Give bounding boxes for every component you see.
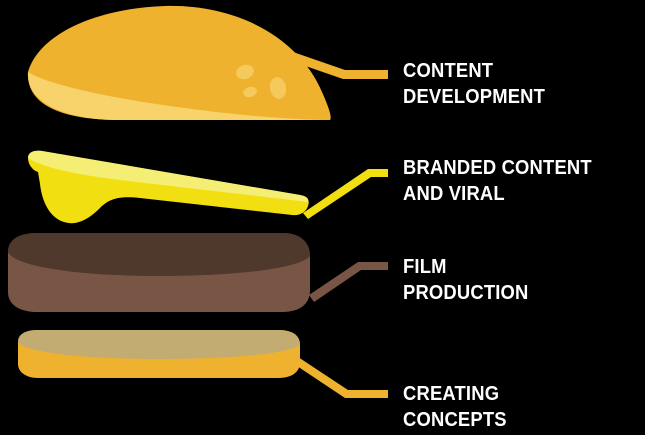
patty-top-surface	[8, 233, 310, 276]
label-line-1: CREATING	[403, 383, 500, 405]
label-line-2: AND VIRAL	[403, 183, 505, 205]
label-line-1: BRANDED CONTENT	[403, 157, 592, 179]
label-content-development: CONTENT DEVELOPMENT	[403, 58, 545, 110]
label-line-2: DEVELOPMENT	[403, 86, 546, 108]
top-bun-underside	[27, 72, 331, 120]
leader-line-bottom-bun	[288, 353, 388, 398]
label-branded-content-and-viral: BRANDED CONTENT AND VIRAL	[403, 155, 592, 207]
layer-top-bun[interactable]	[27, 5, 388, 121]
leader-line-top-bun	[291, 52, 388, 79]
sesame-seed-icon	[269, 77, 287, 99]
layer-bottom-bun[interactable]	[18, 330, 388, 398]
sesame-seed-icon	[243, 86, 257, 98]
label-line-1: CONTENT	[403, 60, 494, 82]
leader-line-patty	[309, 262, 388, 302]
label-line-1: FILM	[403, 256, 447, 278]
label-film-production: FILM PRODUCTION	[403, 254, 529, 306]
label-creating-concepts: CREATING CONCEPTS	[403, 381, 507, 433]
label-line-2: CONCEPTS	[403, 409, 507, 431]
leader-line-cheese	[303, 169, 388, 219]
label-line-2: PRODUCTION	[403, 282, 529, 304]
sesame-seed-icon	[236, 64, 254, 80]
bottom-bun-top-surface	[18, 330, 300, 359]
layer-patty[interactable]	[8, 233, 388, 312]
cheese-slice-highlight	[28, 150, 309, 202]
layer-cheese[interactable]	[28, 150, 388, 224]
